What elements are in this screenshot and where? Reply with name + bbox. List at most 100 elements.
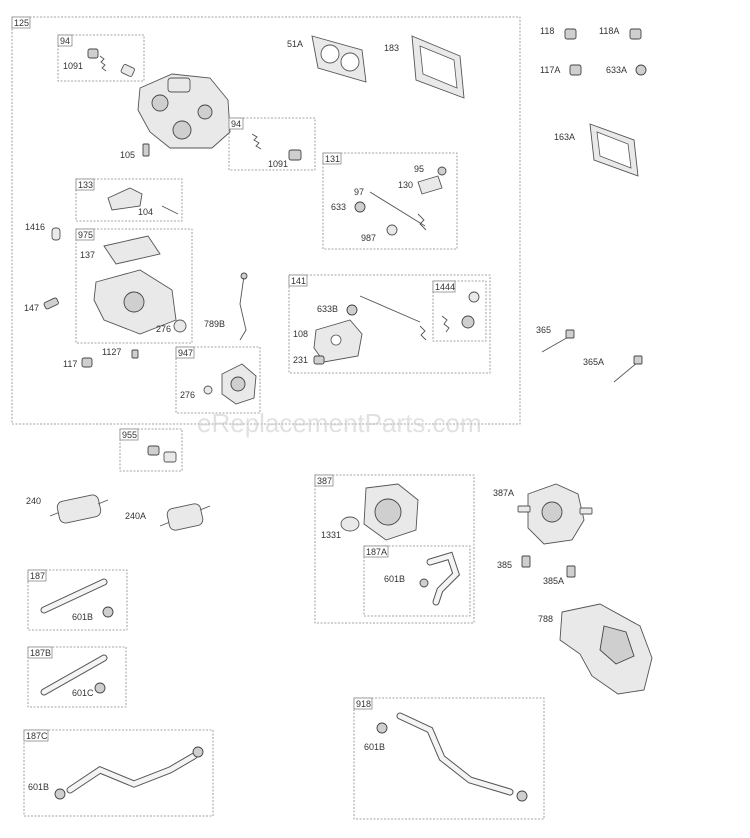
callout-97: 97 xyxy=(354,187,364,197)
callout-601b-b: 601B xyxy=(72,612,93,622)
plug-117-part xyxy=(81,357,93,368)
callout-231: 231 xyxy=(293,355,308,365)
watermark-text: eReplacementParts.com xyxy=(197,408,482,438)
hose-918-part xyxy=(396,712,514,796)
bracket-788-part xyxy=(559,603,653,695)
clamp-601b-a-part xyxy=(419,578,429,588)
link-789b-part xyxy=(239,275,247,341)
callout-387a: 387A xyxy=(493,488,514,498)
callout-601c: 601C xyxy=(72,688,94,698)
clamp-601b-b-part xyxy=(102,606,114,618)
group-label-955: 955 xyxy=(122,430,137,440)
callout-1416: 1416 xyxy=(25,222,45,232)
callout-1127: 1127 xyxy=(102,347,121,357)
callout-95: 95 xyxy=(414,164,424,174)
callout-987: 987 xyxy=(361,233,376,243)
callout-118a: 118A xyxy=(599,26,619,36)
callout-601b-a: 601B xyxy=(384,574,405,584)
group-label-387: 387 xyxy=(317,476,332,486)
group-label-1444: 1444 xyxy=(435,282,455,292)
callout-276-a: 276 xyxy=(156,324,171,334)
callout-633b: 633B xyxy=(317,304,338,314)
screw-147-part xyxy=(43,297,59,310)
group-label-141: 141 xyxy=(291,276,306,286)
group-94-top: 94 1091 xyxy=(57,34,145,82)
screw-95-part xyxy=(437,166,447,176)
callout-1091-mid: 1091 xyxy=(268,159,288,169)
callout-276-b: 276 xyxy=(180,390,195,400)
bolt-365a-part xyxy=(613,361,639,383)
callout-1331: 1331 xyxy=(321,530,341,540)
spring-part-mid xyxy=(251,133,262,150)
callout-385: 385 xyxy=(497,560,512,570)
callout-633: 633 xyxy=(331,202,346,212)
washer-987-part xyxy=(386,224,398,236)
gasket-1331-part xyxy=(340,516,360,532)
group-label-947: 947 xyxy=(178,348,193,358)
group-133: 133 104 xyxy=(75,178,183,222)
gasket-183-part xyxy=(411,35,465,99)
callout-147: 147 xyxy=(24,303,39,313)
seal-633b-part xyxy=(346,304,358,316)
plug-117a-part xyxy=(569,64,582,76)
callout-788: 788 xyxy=(538,614,553,624)
hose-187b-inner xyxy=(41,655,107,695)
callout-137: 137 xyxy=(80,250,95,260)
group-955: 955 xyxy=(119,428,183,472)
ring-947-part xyxy=(203,385,213,395)
pin-104-part xyxy=(161,205,179,215)
group-187: 187 601B xyxy=(27,569,128,631)
group-125: 125 xyxy=(11,16,521,425)
callout-105: 105 xyxy=(120,150,135,160)
plug-1416-part xyxy=(51,227,61,241)
callout-130: 130 xyxy=(398,180,413,190)
float-part xyxy=(123,291,145,313)
fuel-jet-part xyxy=(87,48,99,59)
plug-955-part xyxy=(163,451,177,463)
carburetor-body-part xyxy=(137,73,231,149)
group-187c: 187C 601B xyxy=(23,729,214,817)
clamp-918-part xyxy=(376,722,388,734)
bolt-365a-head xyxy=(633,355,643,365)
callout-117a: 117A xyxy=(540,65,560,75)
callout-240: 240 xyxy=(26,496,41,506)
callout-365a: 365A xyxy=(583,357,604,367)
screw-385a-part xyxy=(566,565,576,578)
screw-part xyxy=(120,64,135,77)
group-975: 975 137 276 xyxy=(75,228,193,344)
callout-365: 365 xyxy=(536,325,551,335)
callout-51a: 51A xyxy=(287,39,303,49)
fuel-filter-240a-part xyxy=(159,503,211,531)
hose-187a-inner xyxy=(427,552,459,605)
plug-118a-part xyxy=(629,28,642,40)
plate-108-hole xyxy=(330,334,342,346)
fuel-filter-240-part xyxy=(49,494,109,524)
gasket-137-part xyxy=(103,235,161,265)
callout-240a: 240A xyxy=(125,511,146,521)
group-label-187a: 187A xyxy=(366,547,387,557)
callout-118: 118 xyxy=(540,26,554,36)
jet-part-mid xyxy=(288,149,302,161)
clamp-187c-end-part xyxy=(192,746,204,758)
hose-918-inner xyxy=(397,713,513,795)
callout-601b-c: 601B xyxy=(28,782,49,792)
clamp-601c-part xyxy=(94,682,106,694)
callout-1091-top: 1091 xyxy=(63,61,83,71)
washer-633a-part xyxy=(635,64,647,76)
group-label-975: 975 xyxy=(78,230,93,240)
hose-187c-inner xyxy=(67,753,197,793)
callout-633a: 633A xyxy=(606,65,627,75)
pump-body-diaphragm xyxy=(374,498,402,526)
callout-163a: 163A xyxy=(554,132,575,142)
shaft-141-part xyxy=(359,295,421,323)
group-131: 131 95 130 97 633 987 xyxy=(322,152,458,250)
fuel-pump-387a-part xyxy=(517,483,593,545)
spring-1444-part xyxy=(441,315,450,333)
group-387: 387 1331 187A 601B xyxy=(314,474,475,624)
needle-part xyxy=(142,143,150,157)
callout-601b-d: 601B xyxy=(364,742,385,752)
bracket-133-part xyxy=(107,187,143,211)
group-label-918: 918 xyxy=(356,699,371,709)
group-label-187: 187 xyxy=(30,571,45,581)
